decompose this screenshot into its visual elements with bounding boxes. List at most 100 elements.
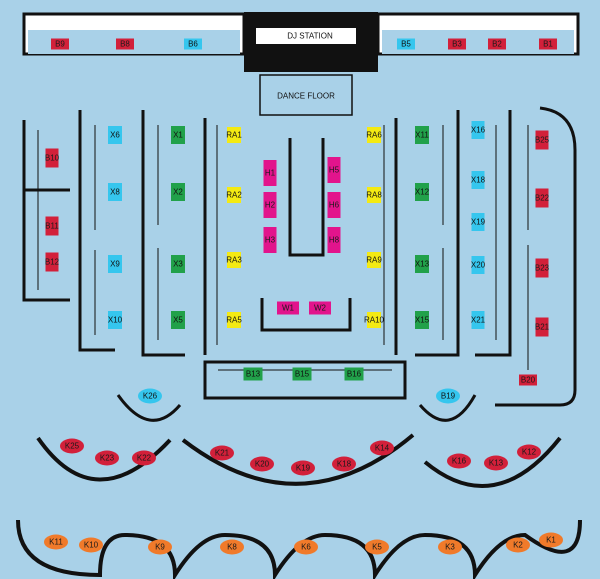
table-k20[interactable]: K20	[250, 456, 274, 472]
table-marker[interactable]	[171, 311, 185, 329]
table-b13[interactable]: B13	[243, 367, 263, 381]
table-k1[interactable]: K1	[539, 532, 563, 548]
table-x13[interactable]: X13	[415, 255, 430, 273]
table-ra10[interactable]: RA10	[364, 312, 385, 328]
table-marker[interactable]	[44, 534, 68, 550]
table-b10[interactable]: B10	[45, 148, 60, 168]
table-marker[interactable]	[539, 532, 563, 548]
table-k8[interactable]: K8	[220, 539, 244, 555]
table-b20[interactable]: B20	[519, 374, 537, 386]
table-x9[interactable]: X9	[108, 255, 122, 273]
table-ra9[interactable]: RA9	[366, 252, 382, 268]
table-marker[interactable]	[292, 367, 312, 381]
table-x2[interactable]: X2	[171, 183, 185, 201]
table-b5[interactable]: B5	[397, 38, 415, 50]
table-k10[interactable]: K10	[79, 537, 103, 553]
table-x1[interactable]: X1	[171, 126, 185, 144]
table-marker[interactable]	[243, 367, 263, 381]
table-marker[interactable]	[506, 537, 530, 553]
table-marker[interactable]	[171, 255, 185, 273]
table-k9[interactable]: K9	[148, 539, 172, 555]
table-marker[interactable]	[171, 183, 185, 201]
table-marker[interactable]	[535, 258, 549, 278]
table-k14[interactable]: K14	[370, 440, 394, 456]
table-k19[interactable]: K19	[291, 460, 315, 476]
table-b19[interactable]: B19	[436, 388, 460, 404]
table-b6[interactable]: B6	[184, 38, 202, 50]
table-x10[interactable]: X10	[108, 311, 123, 329]
table-x20[interactable]: X20	[471, 256, 486, 274]
table-x12[interactable]: X12	[415, 183, 430, 201]
table-marker[interactable]	[148, 539, 172, 555]
table-marker[interactable]	[263, 160, 277, 186]
table-marker[interactable]	[60, 438, 84, 454]
table-b9[interactable]: B9	[51, 38, 69, 50]
table-marker[interactable]	[79, 537, 103, 553]
table-marker[interactable]	[263, 227, 277, 253]
table-k3[interactable]: K3	[438, 539, 462, 555]
table-ra2[interactable]: RA2	[226, 187, 242, 203]
table-marker[interactable]	[367, 187, 381, 203]
table-b25[interactable]: B25	[535, 130, 550, 150]
table-marker[interactable]	[415, 183, 429, 201]
table-marker[interactable]	[132, 450, 156, 466]
table-h8[interactable]: H8	[327, 227, 341, 253]
table-marker[interactable]	[367, 312, 381, 328]
table-marker[interactable]	[535, 188, 549, 208]
table-h2[interactable]: H2	[263, 192, 277, 218]
table-ra1[interactable]: RA1	[226, 127, 242, 143]
table-marker[interactable]	[535, 317, 549, 337]
table-marker[interactable]	[448, 38, 466, 50]
table-k16[interactable]: K16	[447, 453, 471, 469]
table-h5[interactable]: H5	[327, 157, 341, 183]
table-marker[interactable]	[45, 252, 59, 272]
table-x5[interactable]: X5	[171, 311, 185, 329]
table-x6[interactable]: X6	[108, 126, 122, 144]
table-w2[interactable]: W2	[309, 301, 331, 315]
table-marker[interactable]	[471, 121, 485, 139]
table-ra5[interactable]: RA5	[226, 312, 242, 328]
table-marker[interactable]	[471, 311, 485, 329]
table-marker[interactable]	[45, 216, 59, 236]
table-x8[interactable]: X8	[108, 183, 122, 201]
table-b11[interactable]: B11	[45, 216, 59, 236]
table-b21[interactable]: B21	[535, 317, 550, 337]
table-k23[interactable]: K23	[95, 450, 119, 466]
table-x19[interactable]: X19	[471, 213, 486, 231]
table-marker[interactable]	[250, 456, 274, 472]
table-b1[interactable]: B1	[539, 38, 557, 50]
table-b15[interactable]: B15	[292, 367, 312, 381]
table-marker[interactable]	[327, 227, 341, 253]
table-marker[interactable]	[51, 38, 69, 50]
table-x3[interactable]: X3	[171, 255, 185, 273]
table-marker[interactable]	[370, 440, 394, 456]
table-marker[interactable]	[227, 127, 241, 143]
table-x18[interactable]: X18	[471, 171, 486, 189]
table-marker[interactable]	[45, 148, 59, 168]
table-h3[interactable]: H3	[263, 227, 277, 253]
table-marker[interactable]	[277, 301, 299, 315]
table-marker[interactable]	[291, 460, 315, 476]
table-marker[interactable]	[344, 367, 364, 381]
table-marker[interactable]	[227, 187, 241, 203]
table-marker[interactable]	[227, 312, 241, 328]
table-marker[interactable]	[519, 374, 537, 386]
table-marker[interactable]	[294, 539, 318, 555]
table-marker[interactable]	[365, 539, 389, 555]
table-marker[interactable]	[227, 252, 241, 268]
table-marker[interactable]	[116, 38, 134, 50]
table-marker[interactable]	[327, 192, 341, 218]
table-b16[interactable]: B16	[344, 367, 364, 381]
table-marker[interactable]	[471, 213, 485, 231]
table-marker[interactable]	[263, 192, 277, 218]
table-b12[interactable]: B12	[45, 252, 60, 272]
table-marker[interactable]	[415, 255, 429, 273]
table-k21[interactable]: K21	[210, 445, 234, 461]
table-ra3[interactable]: RA3	[226, 252, 242, 268]
table-k6[interactable]: K6	[294, 539, 318, 555]
table-marker[interactable]	[397, 38, 415, 50]
table-marker[interactable]	[367, 252, 381, 268]
table-w1[interactable]: W1	[277, 301, 299, 315]
table-h6[interactable]: H6	[327, 192, 341, 218]
table-b22[interactable]: B22	[535, 188, 550, 208]
